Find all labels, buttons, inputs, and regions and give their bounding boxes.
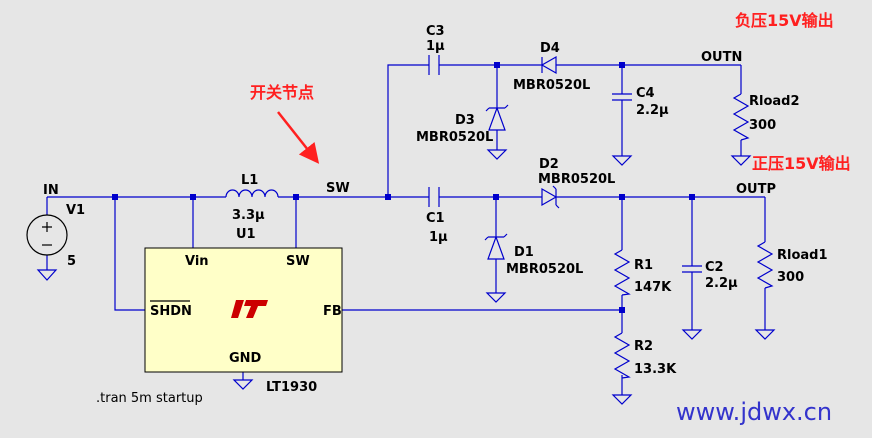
text-labels: IN V1 5 L1 3.3µ U1 SW C3 1µ C1 1µ D4 MBR… xyxy=(43,24,828,406)
v1-name: V1 xyxy=(66,203,85,218)
c1-value: 1µ xyxy=(429,230,448,245)
l1-name: L1 xyxy=(241,173,258,188)
wires xyxy=(46,64,766,395)
diode-d2 xyxy=(541,185,560,209)
c2-value: 2.2µ xyxy=(705,276,738,291)
pin-fb: FB xyxy=(323,304,342,319)
capacitor-c1 xyxy=(428,187,440,207)
diode-d1 xyxy=(484,233,508,260)
v1-value: 5 xyxy=(67,254,76,269)
net-label-in: IN xyxy=(43,183,59,198)
pin-sw: SW xyxy=(286,254,310,269)
rload2-name: Rload2 xyxy=(749,94,800,109)
rload1-name: Rload1 xyxy=(777,248,828,263)
linear-logo-icon xyxy=(231,300,268,318)
r1-name: R1 xyxy=(634,258,653,273)
chip-lt1930 xyxy=(144,247,343,373)
annotation-neg-output: 负压15V输出 xyxy=(735,11,834,30)
pin-gnd: GND xyxy=(229,351,262,366)
net-label-sw: SW xyxy=(326,181,350,196)
spice-directive: .tran 5m startup xyxy=(96,391,203,406)
annotation-switch-node: 开关节点 xyxy=(250,83,314,102)
capacitor-c3 xyxy=(428,55,440,75)
r2-name: R2 xyxy=(634,339,653,354)
resistor-rload2 xyxy=(732,93,750,141)
rload1-value: 300 xyxy=(777,270,804,285)
c4-value: 2.2µ xyxy=(636,103,669,118)
c4-name: C4 xyxy=(636,86,655,101)
l1-value: 3.3µ xyxy=(232,208,265,223)
d1-value: MBR0520L xyxy=(506,262,583,277)
annotation-arrow-icon xyxy=(277,111,320,164)
resistor-r2 xyxy=(613,332,631,379)
inductor-l1 xyxy=(225,189,280,198)
r1-value: 147K xyxy=(634,280,672,295)
net-label-outp: OUTP xyxy=(736,182,776,197)
diode-d3 xyxy=(485,104,509,131)
d1-name: D1 xyxy=(514,245,534,260)
watermark: www.jdwx.cn xyxy=(676,398,832,426)
capacitor-c2 xyxy=(682,265,702,273)
u1-name: U1 xyxy=(236,227,256,242)
voltage-source-v1 xyxy=(26,214,68,281)
d4-value: MBR0520L xyxy=(513,78,590,93)
annotations: 开关节点 负压15V输出 正压15V输出 xyxy=(250,11,851,173)
r2-value: 13.3K xyxy=(634,362,677,377)
annotation-pos-output: 正压15V输出 xyxy=(752,154,851,173)
c1-name: C1 xyxy=(426,211,445,226)
net-label-outn: OUTN xyxy=(701,50,742,65)
resistor-rload1 xyxy=(756,241,774,289)
d4-name: D4 xyxy=(540,41,560,56)
rload2-value: 300 xyxy=(749,118,776,133)
chip-part: LT1930 xyxy=(266,380,317,395)
d2-value: MBR0520L xyxy=(538,172,615,187)
c3-value: 1µ xyxy=(426,39,445,54)
junctions xyxy=(112,62,695,313)
c2-name: C2 xyxy=(705,260,724,275)
diode-d4 xyxy=(540,55,557,75)
pin-vin: Vin xyxy=(185,254,209,269)
d3-value: MBR0520L xyxy=(416,130,493,145)
d3-name: D3 xyxy=(455,113,475,128)
c3-name: C3 xyxy=(426,24,445,39)
capacitor-c4 xyxy=(612,93,632,101)
pin-shdn: SHDN xyxy=(150,304,192,319)
resistor-r1 xyxy=(613,249,631,296)
d2-name: D2 xyxy=(539,157,559,172)
ground-icon xyxy=(232,149,776,405)
